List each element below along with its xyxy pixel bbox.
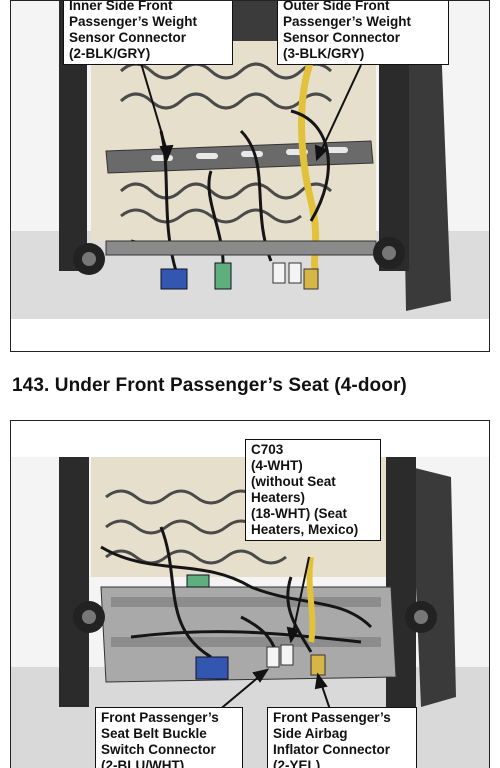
callout-line: (2-BLK/GRY) [69,46,151,61]
callout-line: Passenger’s Weight [69,14,198,29]
callout-line: Heaters) [251,490,306,505]
callout-line: Seat Belt Buckle [101,726,207,741]
callout-line: (2-YEL) [273,758,321,768]
seat-belt-buckle-callout: Front Passenger’s Seat Belt Buckle Switc… [95,707,243,768]
callout-line: Inner Side Front [69,0,173,13]
figure-top: Inner Side Front Passenger’s Weight Sens… [10,0,490,352]
callout-line: (18-WHT) (Seat [251,506,348,521]
figure-bottom: C703 (4-WHT) (without Seat Heaters) (18-… [10,420,490,768]
callout-line: Inflator Connector [273,742,390,757]
callout-line: Front Passenger’s [273,710,391,725]
callout-line: (4-WHT) [251,458,303,473]
section-title: 143. Under Front Passenger’s Seat (4-doo… [12,375,407,396]
callout-line: (2-BLU/WHT) [101,758,185,768]
callout-line: (3-BLK/GRY) [283,46,365,61]
callout-line: Front Passenger’s [101,710,219,725]
side-airbag-callout: Front Passenger’s Side Airbag Inflator C… [267,707,417,768]
callout-line: Passenger’s Weight [283,14,412,29]
callout-line: Switch Connector [101,742,216,757]
inner-sensor-callout: Inner Side Front Passenger’s Weight Sens… [63,0,233,65]
c703-callout: C703 (4-WHT) (without Seat Heaters) (18-… [245,439,381,541]
callout-line: Heaters, Mexico) [251,522,359,537]
callout-line: Outer Side Front [283,0,390,13]
callout-line: (without Seat [251,474,336,489]
callout-line: Sensor Connector [283,30,401,45]
callout-line: Side Airbag [273,726,348,741]
callout-line: Sensor Connector [69,30,187,45]
callout-line: C703 [251,442,284,457]
outer-sensor-callout: Outer Side Front Passenger’s Weight Sens… [277,0,449,65]
